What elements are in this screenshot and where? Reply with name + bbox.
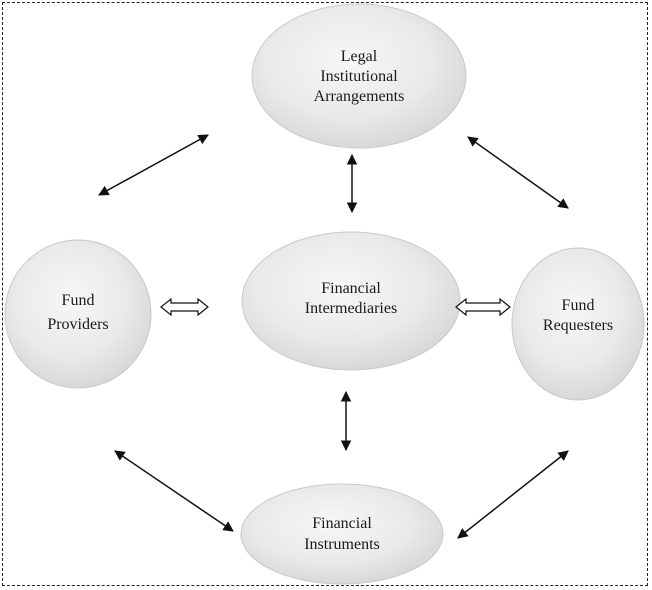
node-label-line: Providers bbox=[47, 316, 108, 333]
node-label-line: Requesters bbox=[543, 317, 613, 334]
arrow-legal-requesters bbox=[467, 136, 569, 209]
arrow-requesters-instruments bbox=[457, 450, 569, 539]
node-label-line: Arrangements bbox=[314, 88, 405, 105]
arrow-providers-instruments bbox=[114, 450, 234, 532]
node-fund-providers: Fund Providers bbox=[4, 239, 152, 389]
hollow-arrow-providers-intermediaries bbox=[160, 297, 209, 317]
node-label-line: Legal bbox=[341, 48, 378, 65]
node-label-line: Fund bbox=[562, 297, 595, 314]
node-fund-requesters: Fund Requesters bbox=[511, 247, 645, 401]
node-financial-instruments: Financial Instruments bbox=[240, 483, 444, 585]
node-label-line: Intermediaries bbox=[305, 300, 397, 317]
hollow-arrow-intermediaries-requesters bbox=[455, 297, 511, 317]
arrow-providers-legal bbox=[98, 134, 209, 196]
node-label-line: Institutional bbox=[320, 68, 398, 85]
node-label-line: Fund bbox=[62, 292, 95, 309]
node-label-line: Financial bbox=[321, 280, 381, 297]
node-financial-intermediaries: Financial Intermediaries bbox=[241, 231, 461, 371]
node-legal-institutional-arrangements: Legal Institutional Arrangements bbox=[251, 3, 467, 149]
node-label-line: Instruments bbox=[304, 536, 380, 553]
node-label-line: Financial bbox=[312, 515, 372, 532]
